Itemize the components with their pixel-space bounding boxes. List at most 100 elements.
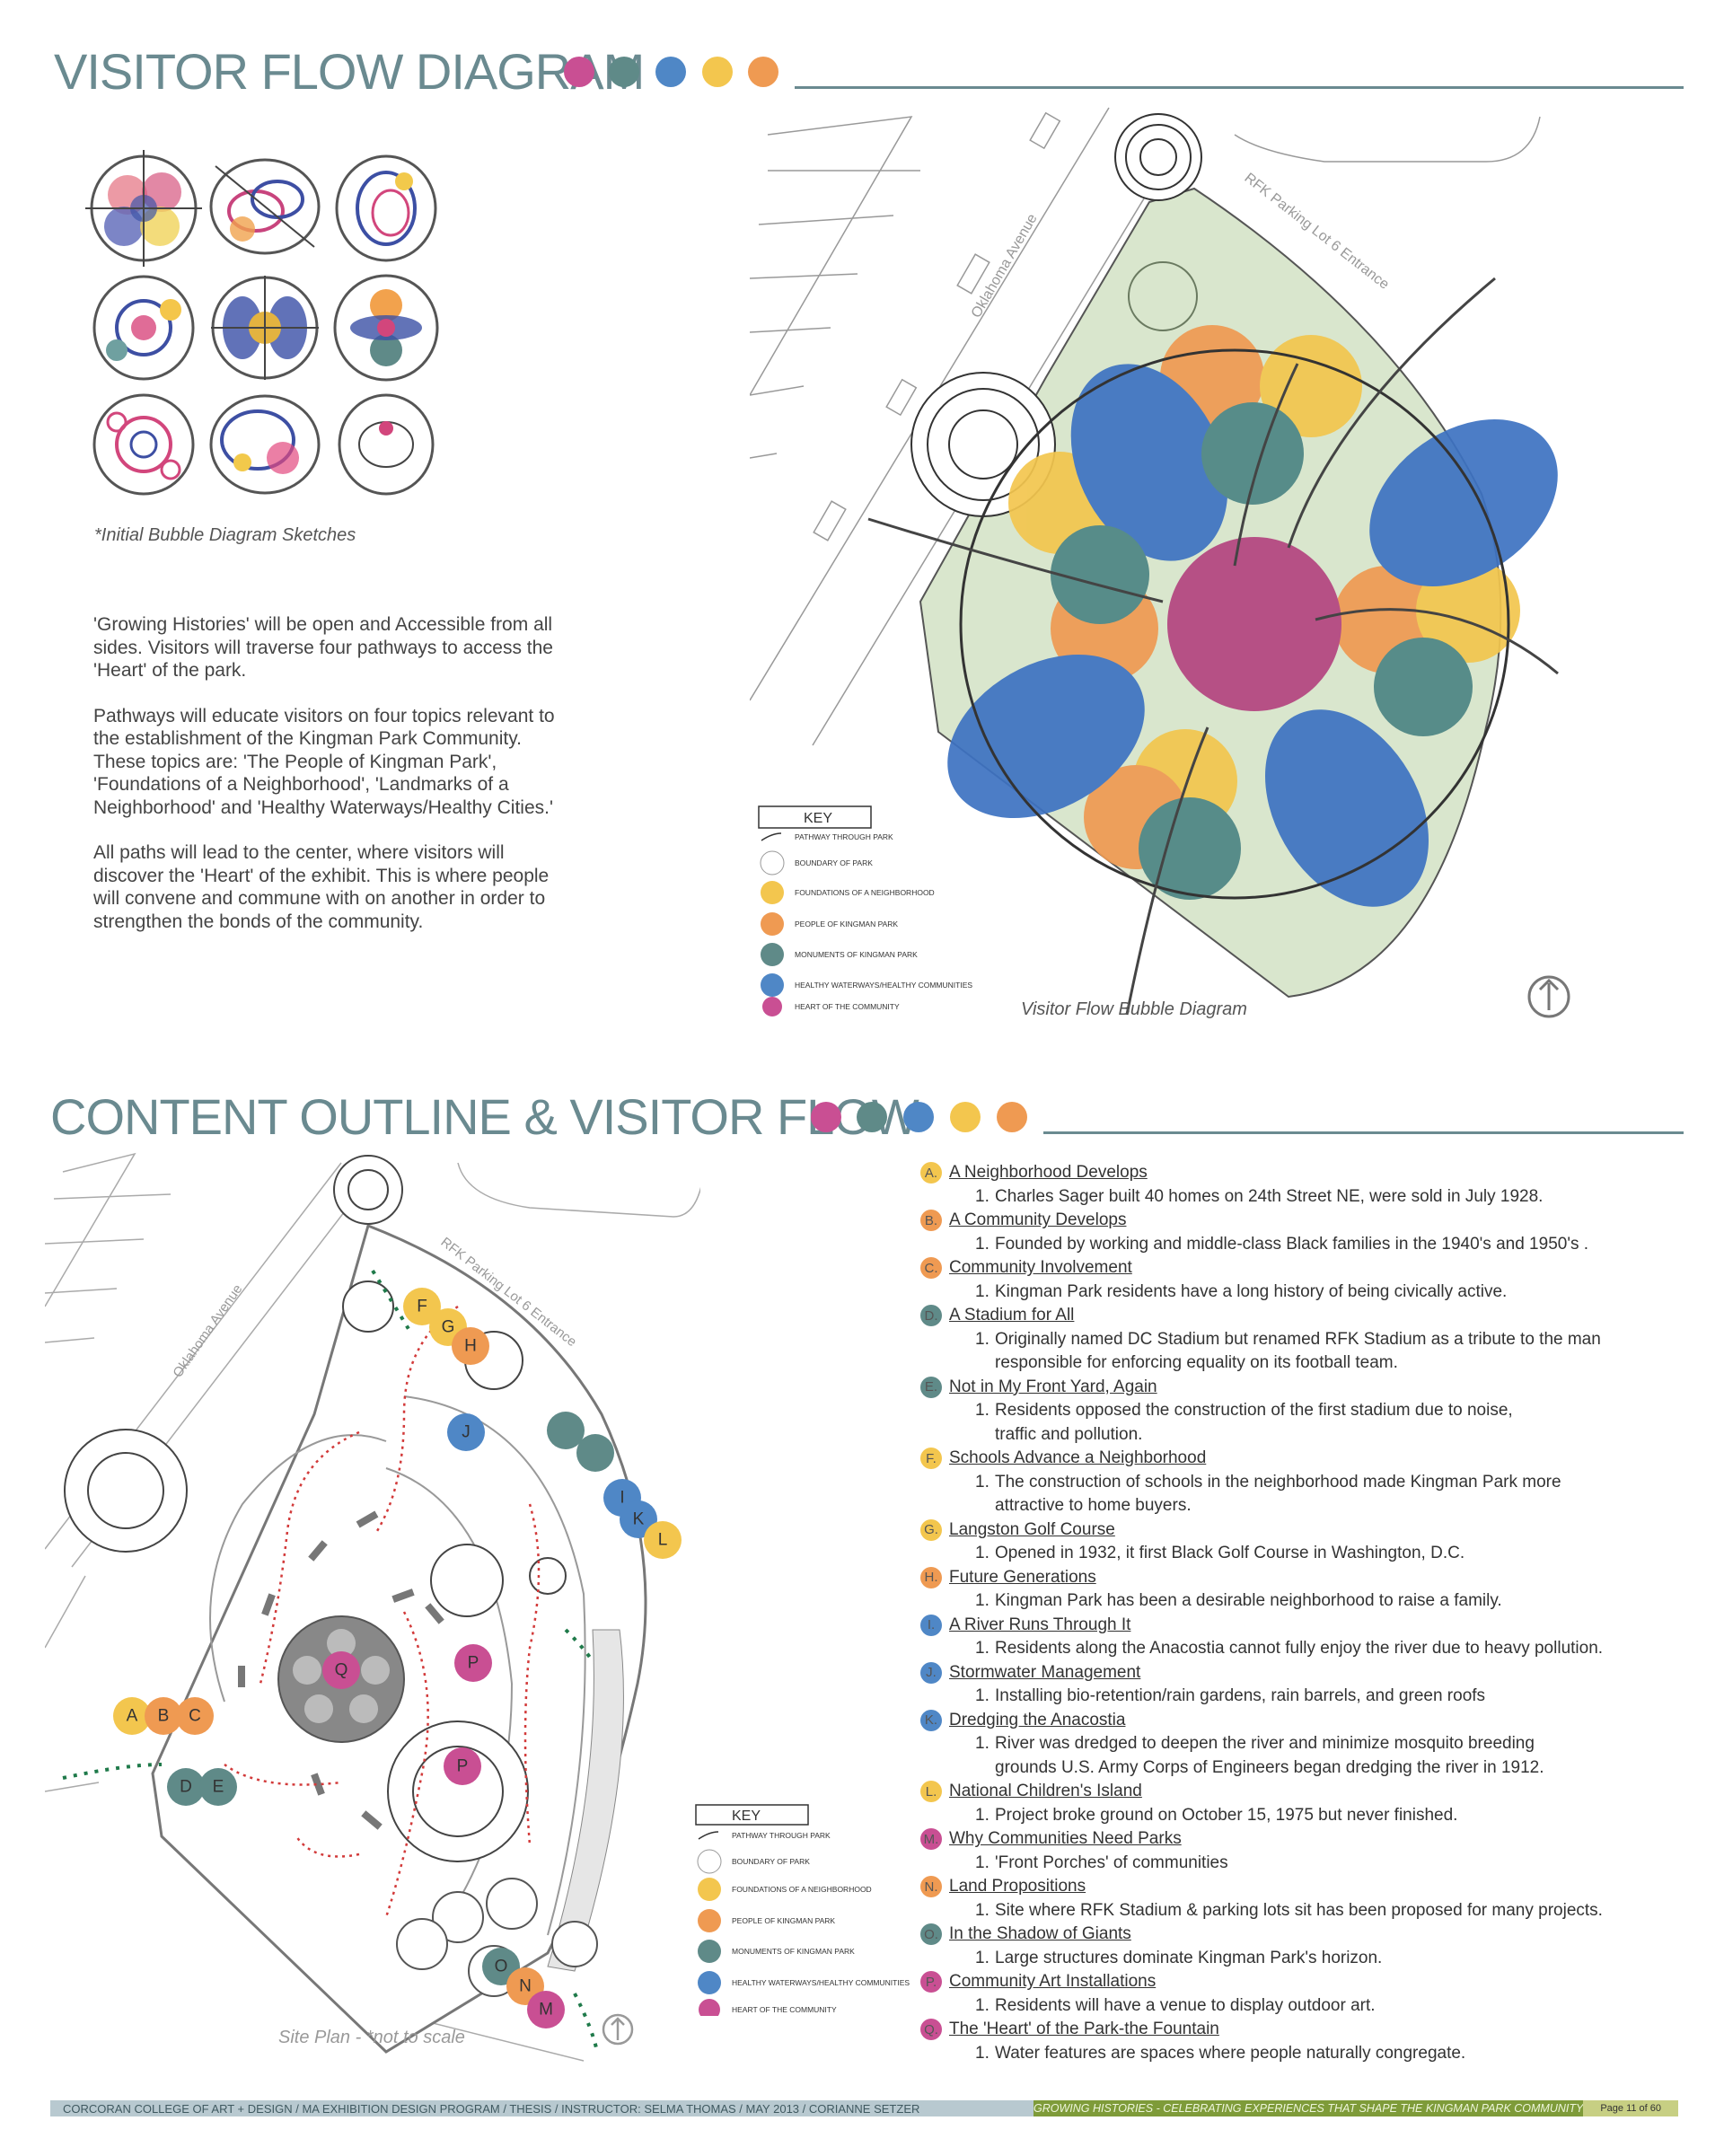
node-h: H (464, 1337, 477, 1356)
outline-heading: Q.The 'Heart' of the Park-the Fountain (920, 2018, 1702, 2042)
outline-heading: J.Stormwater Management (920, 1661, 1702, 1685)
outline-letter-badge: C. (920, 1257, 942, 1280)
outline-letter-badge: Q. (920, 2019, 942, 2041)
intro-paragraph-2: Pathways will educate visitors on four t… (93, 705, 555, 818)
node-d: D (180, 1778, 192, 1797)
pathway-arrows (867, 277, 1559, 1016)
outline-letter-badge: J. (920, 1661, 942, 1684)
site-trees (64, 1155, 567, 1862)
footer-credits: CORCORAN COLLEGE OF ART + DESIGN / MA EX… (50, 2100, 1034, 2116)
outline-title: In the Shadow of Giants (949, 1924, 1131, 1944)
outline-title: Why Communities Need Parks (949, 1829, 1182, 1849)
outline-title: A Stadium for All (949, 1306, 1075, 1325)
outline-detail: 1.The construction of schools in the nei… (920, 1471, 1702, 1518)
outline-entry: B.A Community Develops 1.Founded by work… (920, 1209, 1702, 1256)
site-street-label: Oklahoma Avenue (170, 1281, 245, 1380)
outline-detail: 1.Founded by working and middle-class Bl… (975, 1234, 1589, 1254)
node-i: I (620, 1489, 624, 1508)
outline-detail: 1.Project broke ground on October 15, 19… (975, 1805, 1458, 1825)
site-north-arrow-icon (602, 2013, 634, 2046)
outline-heading: I.A River Runs Through It (920, 1614, 1702, 1638)
outline-detail-line: Water features are spaces where people n… (995, 2043, 1466, 2063)
node-b: B (158, 1707, 170, 1726)
outline-detail: 1.Site where RFK Stadium & parking lots … (975, 1900, 1603, 1920)
outline-detail-line: Residents along the Anacostia cannot ful… (995, 1639, 1604, 1658)
orange-dot (997, 1102, 1027, 1132)
outline-title: Community Involvement (949, 1258, 1132, 1278)
outline-title: A River Runs Through It (949, 1615, 1131, 1634)
node-k: K (633, 1510, 645, 1529)
node-o: O (495, 1958, 508, 1976)
outline-letter-badge: N. (920, 1876, 942, 1898)
outline-detail: 1.Residents along the Anacostia cannot f… (975, 1639, 1604, 1658)
outline-letter-badge: G. (920, 1518, 942, 1541)
outline-title: Schools Advance a Neighborhood (949, 1448, 1207, 1468)
key-item-foundations: FOUNDATIONS OF A NEIGHBORHOOD (795, 888, 935, 897)
outline-detail-line: The construction of schools in the neigh… (995, 1472, 1561, 1492)
key2-item-waterways: HEALTHY WATERWAYS/HEALTHY COMMUNITIES (732, 1978, 910, 1987)
outline-heading: B.A Community Develops (920, 1209, 1702, 1233)
key-item-boundary: BOUNDARY OF PARK (795, 858, 873, 867)
outline-detail-line: traffic and pollution. (995, 1424, 1143, 1444)
outline-heading: M.Why Communities Need Parks (920, 1827, 1702, 1852)
site-caption: Site Plan - *not to scale (278, 2028, 465, 2047)
intro-paragraph-3: All paths will lead to the center, where… (93, 842, 550, 932)
teal-dot (609, 57, 639, 87)
site-nodes: F G H J I K L A B C D E P P Q O N M (113, 1288, 682, 2028)
outline-detail: 1.Originally named DC Stadium but rename… (920, 1328, 1702, 1376)
magenta-dot (564, 57, 594, 87)
outline-detail-line: attractive to home buyers. (995, 1496, 1192, 1515)
outline-detail-line: Project broke ground on October 15, 1975… (995, 1805, 1458, 1825)
visitor-flow-bubble-diagram: Oklahoma Avenue RFK Parking Lot 6 Entran… (750, 107, 1570, 1019)
site-plan: Oklahoma Avenue RFK Parking Lot 6 Entran… (45, 1152, 700, 2062)
entrance-markers (62, 1269, 599, 2053)
outline-detail: 1.River was dredged to deepen the river … (920, 1732, 1702, 1780)
yellow-dot (702, 57, 733, 87)
node-a: A (127, 1707, 138, 1726)
outline-title: Community Art Installations (949, 1972, 1157, 1992)
sketch-7 (92, 393, 195, 496)
outline-detail: 1.Water features are spaces where people… (975, 2043, 1466, 2063)
outline-letter-badge: A. (920, 1162, 942, 1184)
outline-heading: D.A Stadium for All (920, 1304, 1702, 1328)
outline-heading: L.National Children's Island (920, 1780, 1702, 1804)
outline-detail-line: responsible for enforcing equality on it… (995, 1353, 1398, 1372)
outline-detail-line: Opened in 1932, it first Black Golf Cour… (995, 1544, 1465, 1562)
key-item-pathway: PATHWAY THROUGH PARK (795, 832, 893, 841)
key2-title: KEY (732, 1808, 761, 1824)
sketch-9 (338, 393, 435, 496)
pathway-ring (959, 348, 1510, 900)
outline-heading: H.Future Generations (920, 1566, 1702, 1590)
outline-detail-line: Kingman Park has been a desirable neighb… (995, 1591, 1502, 1610)
sketch-8 (209, 394, 321, 495)
outline-detail-line: Installing bio-retention/rain gardens, r… (995, 1686, 1486, 1705)
outline-detail-line: Large structures dominate Kingman Park's… (995, 1948, 1383, 1967)
footer-bar: CORCORAN COLLEGE OF ART + DESIGN / MA EX… (50, 2100, 1678, 2116)
outline-title: National Children's Island (949, 1782, 1142, 1801)
outline-letter-badge: E. (920, 1376, 942, 1398)
outline-detail-line: Originally named DC Stadium but renamed … (995, 1329, 1601, 1349)
outline-detail-line: Charles Sager built 40 homes on 24th Str… (995, 1186, 1544, 1206)
outline-detail-line: Site where RFK Stadium & parking lots si… (995, 1900, 1603, 1920)
key2-item-heart: HEART OF THE COMMUNITY (732, 2005, 837, 2014)
section2-rule (1043, 1131, 1684, 1134)
bubble-sketches (85, 150, 439, 496)
sketch-1 (85, 150, 202, 267)
sketch-2 (209, 158, 321, 255)
outline-title: Land Propositions (949, 1877, 1086, 1896)
path-markers (238, 1510, 444, 1830)
outline-letter-badge: K. (920, 1709, 942, 1731)
outline-letter-badge: F. (920, 1448, 942, 1470)
section1-rule (795, 86, 1684, 89)
outline-heading: A.A Neighborhood Develops (920, 1161, 1702, 1185)
blue-dot (655, 57, 686, 87)
